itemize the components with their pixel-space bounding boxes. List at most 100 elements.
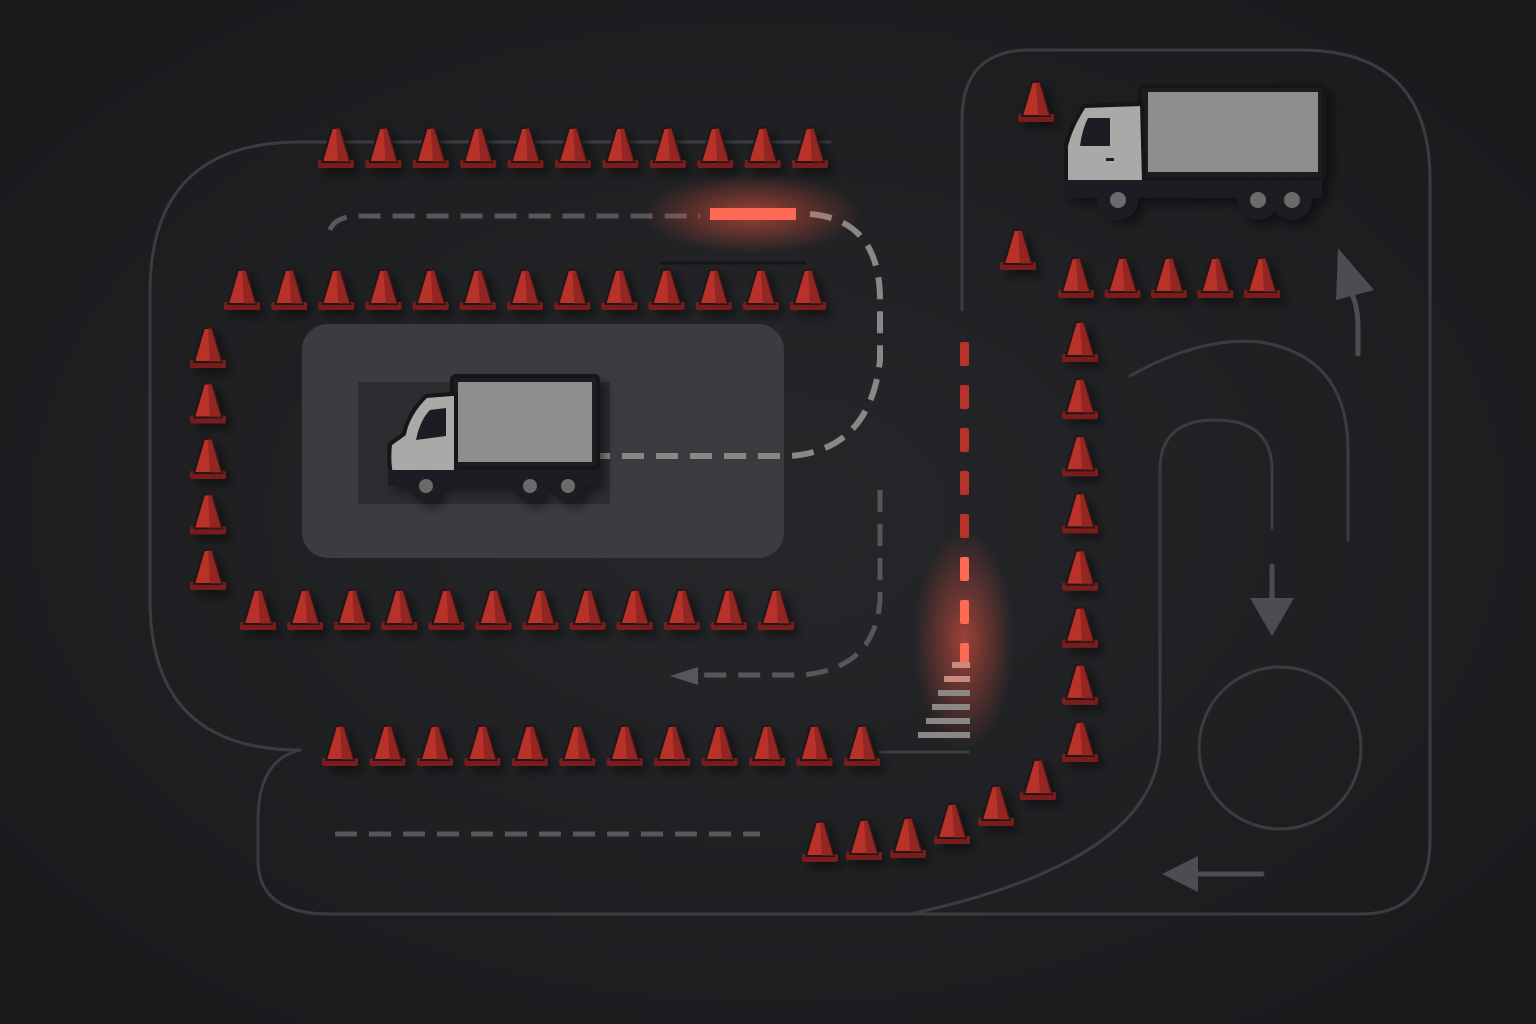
traffic-cone-icon xyxy=(1018,81,1054,122)
traffic-cone-icon xyxy=(602,127,639,168)
box-truck-icon[interactable] xyxy=(387,374,600,502)
traffic-cone-icon xyxy=(844,725,880,766)
traffic-cone-icon xyxy=(796,725,833,766)
ramp-stripe xyxy=(918,732,970,738)
traffic-cone-icon xyxy=(1000,229,1036,270)
traffic-cone-icon xyxy=(334,589,371,630)
traffic-cone-icon xyxy=(381,589,418,630)
lane-dash xyxy=(960,471,969,495)
traffic-cone-icon xyxy=(287,589,324,630)
traffic-cone-icon xyxy=(318,269,355,310)
traffic-cone-icon xyxy=(190,549,226,590)
traffic-cone-icon xyxy=(663,589,700,630)
ramp-stripe xyxy=(932,704,970,710)
traffic-cone-icon xyxy=(318,127,354,168)
traffic-cone-icon xyxy=(412,127,449,168)
ramp-stripe xyxy=(944,676,970,682)
traffic-cone-icon xyxy=(369,725,406,766)
ramp-stripe xyxy=(926,718,970,724)
traffic-cone-icon xyxy=(522,589,559,630)
lane-dash xyxy=(960,600,969,624)
traffic-cone-icon xyxy=(697,127,734,168)
traffic-cone-icon xyxy=(978,785,1014,826)
traffic-cone-icon xyxy=(701,725,738,766)
lane-dash xyxy=(960,514,969,538)
traffic-cone-icon xyxy=(1062,321,1098,362)
traffic-cone-icon xyxy=(601,269,638,310)
traffic-cone-icon xyxy=(1151,257,1187,298)
traffic-cone-icon xyxy=(555,127,591,168)
traffic-cone-icon xyxy=(1062,606,1098,648)
ramp-stripe xyxy=(952,662,970,668)
lane-divider-dashes xyxy=(960,342,969,667)
traffic-cone-icon xyxy=(710,589,747,630)
traffic-cone-icon xyxy=(190,493,226,535)
traffic-cone-icon xyxy=(1062,492,1098,534)
traffic-cone-icon xyxy=(934,803,970,844)
traffic-cone-icon xyxy=(416,725,453,766)
traffic-cone-icon xyxy=(654,725,691,766)
traffic-cone-icon xyxy=(190,327,226,368)
lane-dash xyxy=(960,643,969,667)
traffic-cone-icon xyxy=(464,725,501,766)
traffic-cone-icon xyxy=(190,438,226,479)
turnaround-circle xyxy=(1197,665,1363,831)
traffic-cone-icon xyxy=(890,817,926,858)
traffic-cone-icon xyxy=(1244,257,1280,298)
traffic-cone-icon xyxy=(616,589,653,630)
traffic-cone-icon xyxy=(511,725,548,766)
traffic-cone-icon xyxy=(792,127,828,168)
traffic-cone-icon xyxy=(240,589,276,630)
traffic-cone-icon xyxy=(649,127,686,168)
traffic-cone-icon xyxy=(460,127,497,168)
highlight-dash xyxy=(710,208,796,220)
traffic-cone-icon xyxy=(559,725,596,766)
track-outlines xyxy=(148,48,1432,916)
lane-dash xyxy=(960,557,969,581)
traffic-cone-icon xyxy=(224,269,260,310)
traffic-cone-icon xyxy=(742,269,779,310)
traffic-cone-icon xyxy=(1062,378,1098,420)
arrow-left-icon xyxy=(1162,856,1265,892)
traffic-cone-icon xyxy=(1104,257,1141,298)
traffic-cone-icon xyxy=(1062,663,1098,705)
traffic-cone-icon xyxy=(365,127,402,168)
lane-dash xyxy=(960,342,969,366)
lane-dash xyxy=(960,428,969,452)
traffic-cones xyxy=(190,81,1280,862)
traffic-cone-icon xyxy=(744,127,781,168)
traffic-cone-icon xyxy=(412,269,449,310)
arrow-left-icon xyxy=(670,667,698,685)
truck-icon[interactable] xyxy=(1064,84,1326,220)
traffic-cone-icon xyxy=(322,725,358,766)
traffic-cone-icon xyxy=(507,269,543,310)
traffic-cone-icon xyxy=(606,725,643,766)
traffic-cone-icon xyxy=(749,725,786,766)
traffic-cone-icon xyxy=(648,269,685,310)
traffic-cone-icon xyxy=(802,821,838,862)
traffic-cone-icon xyxy=(1197,257,1234,298)
traffic-cone-icon xyxy=(1062,721,1098,762)
traffic-cone-icon xyxy=(271,269,308,310)
traffic-cone-icon xyxy=(1020,759,1056,800)
traffic-cone-icon xyxy=(790,269,826,310)
traffic-cone-icon xyxy=(365,269,402,310)
traffic-cone-icon xyxy=(758,589,794,630)
traffic-cone-icon xyxy=(507,127,544,168)
lane-markings xyxy=(327,213,883,837)
traffic-cone-icon xyxy=(428,589,465,630)
traffic-cone-icon xyxy=(1058,257,1094,298)
lane-dash xyxy=(960,385,969,409)
traffic-cone-icon xyxy=(1062,549,1098,591)
traffic-cone-icon xyxy=(475,589,512,630)
traffic-cone-icon xyxy=(554,269,591,310)
traffic-cone-icon xyxy=(1062,435,1098,477)
traffic-cone-icon xyxy=(190,382,226,424)
traffic-cone-icon xyxy=(459,269,496,310)
traffic-cone-icon xyxy=(846,819,882,860)
ramp-stripe xyxy=(938,690,970,696)
traffic-cone-icon xyxy=(569,589,606,630)
crosswalk-ramp xyxy=(918,662,970,738)
traffic-cone-icon xyxy=(695,269,732,310)
